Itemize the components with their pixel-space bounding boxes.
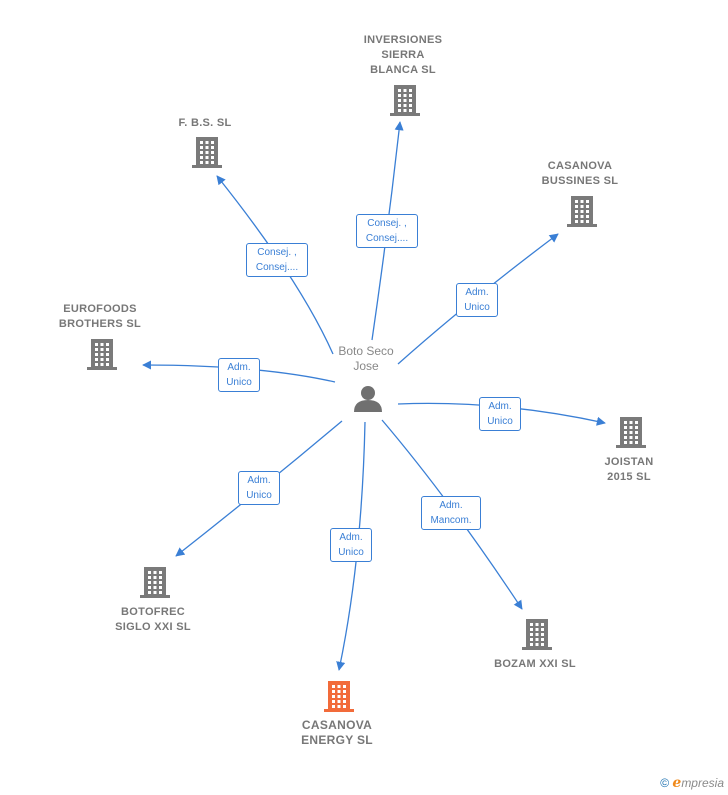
relation-label-bozam[interactable]: Adm. Mancom. [421,496,481,530]
company-label-eurofoods[interactable]: EUROFOODS BROTHERS SL [58,303,142,330]
building-icon-fbs[interactable] [192,137,222,168]
building-icon-inversiones[interactable] [390,85,420,116]
company-label-inversiones[interactable]: INVERSIONES SIERRA BLANCA SL [363,34,443,76]
person-name[interactable]: Boto Seco Jose [338,344,394,373]
brand-initial: e [672,775,682,791]
company-label-casanova-bussines[interactable]: CASANOVA BUSSINES SL [541,160,619,187]
relation-label-inversiones[interactable]: Consej. , Consej.... [356,214,418,248]
company-label-casanova-energy[interactable]: CASANOVA ENERGY SL [301,718,373,747]
relation-label-fbs[interactable]: Consej. , Consej.... [246,243,308,277]
building-icon-casanova-bussines[interactable] [567,196,597,227]
building-icon-botofrec[interactable] [140,567,170,598]
building-icon-bozam[interactable] [522,619,552,650]
relation-label-joistan[interactable]: Adm. Unico [479,397,521,431]
relation-label-casanova-energy[interactable]: Adm. Unico [330,528,372,562]
building-icon-eurofoods[interactable] [87,339,117,370]
copyright-symbol: © [660,776,670,790]
relation-label-eurofoods[interactable]: Adm. Unico [218,358,260,392]
brand-name: mpresia [681,776,724,790]
person-icon [354,386,382,412]
building-icon-casanova-energy[interactable] [324,681,354,712]
company-label-fbs[interactable]: F. B.S. SL [178,117,232,129]
building-icon-joistan[interactable] [616,417,646,448]
relation-label-botofrec[interactable]: Adm. Unico [238,471,280,505]
relation-label-casanova-bussines[interactable]: Adm. Unico [456,283,498,317]
footer-brand: © empresia [660,775,724,791]
company-label-bozam[interactable]: BOZAM XXI SL [494,658,576,670]
company-label-joistan[interactable]: JOISTAN 2015 SL [604,456,654,483]
company-label-botofrec[interactable]: BOTOFREC SIGLO XXI SL [115,606,191,633]
